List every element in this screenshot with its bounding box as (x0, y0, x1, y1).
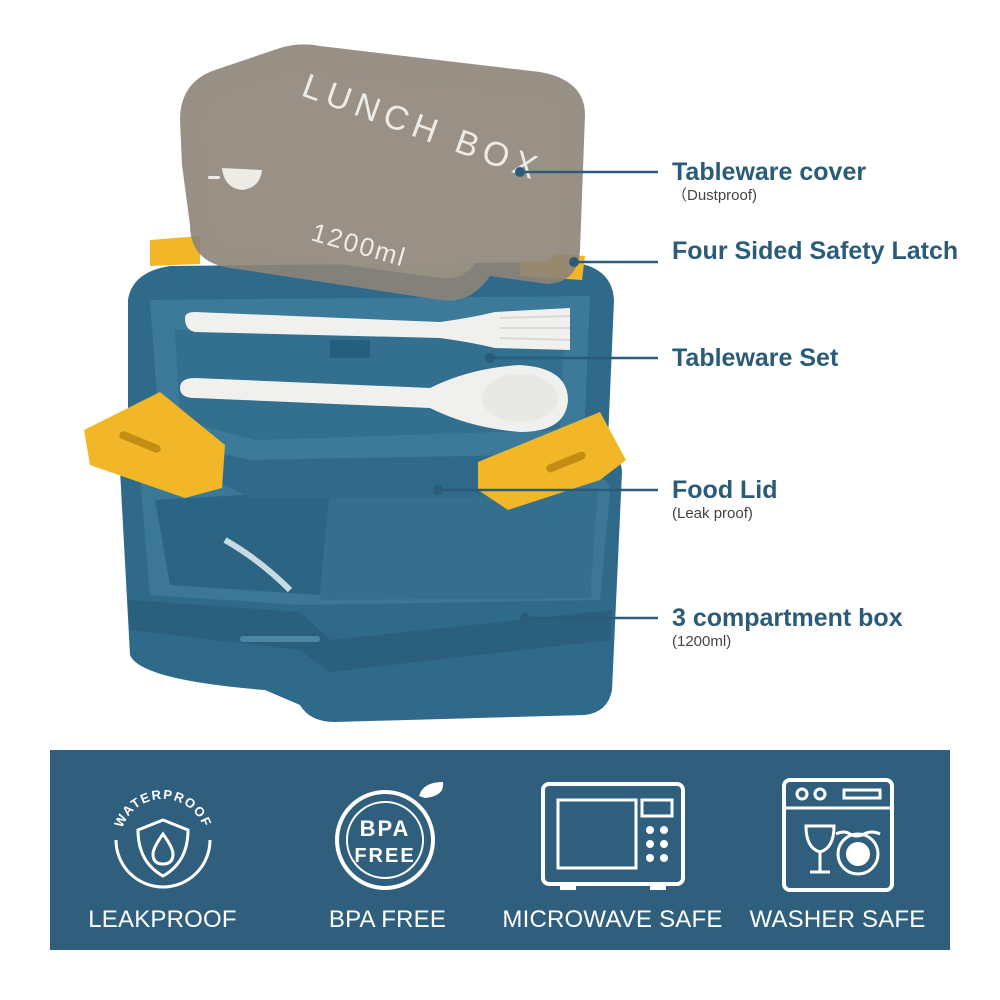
callout-safety-latch: Four Sided Safety Latch (672, 237, 972, 265)
callout-tableware-set: Tableware Set (672, 344, 838, 372)
features-banner: WATERPROOF LEAKPROOF BPA FREE BPA FREE (50, 750, 950, 950)
bowl-icon (208, 168, 262, 190)
microwave-icon (540, 782, 685, 890)
bpa-badge-line1: BPA (359, 816, 410, 841)
fork (185, 308, 571, 350)
callout-compartment-box: 3 compartment box (1200ml) (672, 604, 903, 652)
callout-tableware-cover: Tableware cover （Dustproof) (672, 158, 866, 206)
feature-microwave-safe: MICROWAVE SAFE (500, 750, 725, 950)
callout-title: Four Sided Safety Latch (672, 237, 959, 265)
callout-leader-lines (433, 167, 658, 623)
feature-label: MICROWAVE SAFE (502, 906, 723, 933)
feature-label: WASHER SAFE (749, 906, 926, 933)
svg-text:WATERPROOF: WATERPROOF (111, 787, 215, 830)
waterproof-badge-text: WATERPROOF (111, 787, 213, 830)
callout-food-lid: Food Lid (Leak proof) (672, 476, 778, 524)
lunch-box-illustration: LUNCH BOX 1200ml (84, 44, 658, 722)
callout-title: 3 compartment box (672, 604, 903, 632)
feature-label: LEAKPROOF (88, 906, 237, 933)
bpa-free-leaf-icon: BPA FREE (334, 782, 443, 890)
feature-leakproof: WATERPROOF LEAKPROOF (50, 750, 275, 950)
feature-washer-safe: WASHER SAFE (725, 750, 950, 950)
callout-subtitle: (Leak proof) (672, 505, 753, 522)
tableware-cover: LUNCH BOX 1200ml (180, 44, 585, 301)
callout-title: Food Lid (672, 476, 778, 504)
callout-subtitle: （Dustproof) (672, 187, 758, 204)
callout-title: Tableware cover (672, 158, 867, 186)
callout-title: Tableware Set (672, 344, 839, 372)
waterproof-shield-icon: WATERPROOF (111, 787, 215, 889)
spoon (180, 365, 568, 432)
feature-bpa-free: BPA FREE BPA FREE (275, 750, 500, 950)
callout-subtitle: (1200ml) (672, 633, 732, 650)
compartment-box (120, 452, 622, 722)
bpa-badge-line2: FREE (354, 845, 415, 867)
feature-label: BPA FREE (328, 906, 447, 933)
dishwasher-icon (781, 778, 894, 892)
